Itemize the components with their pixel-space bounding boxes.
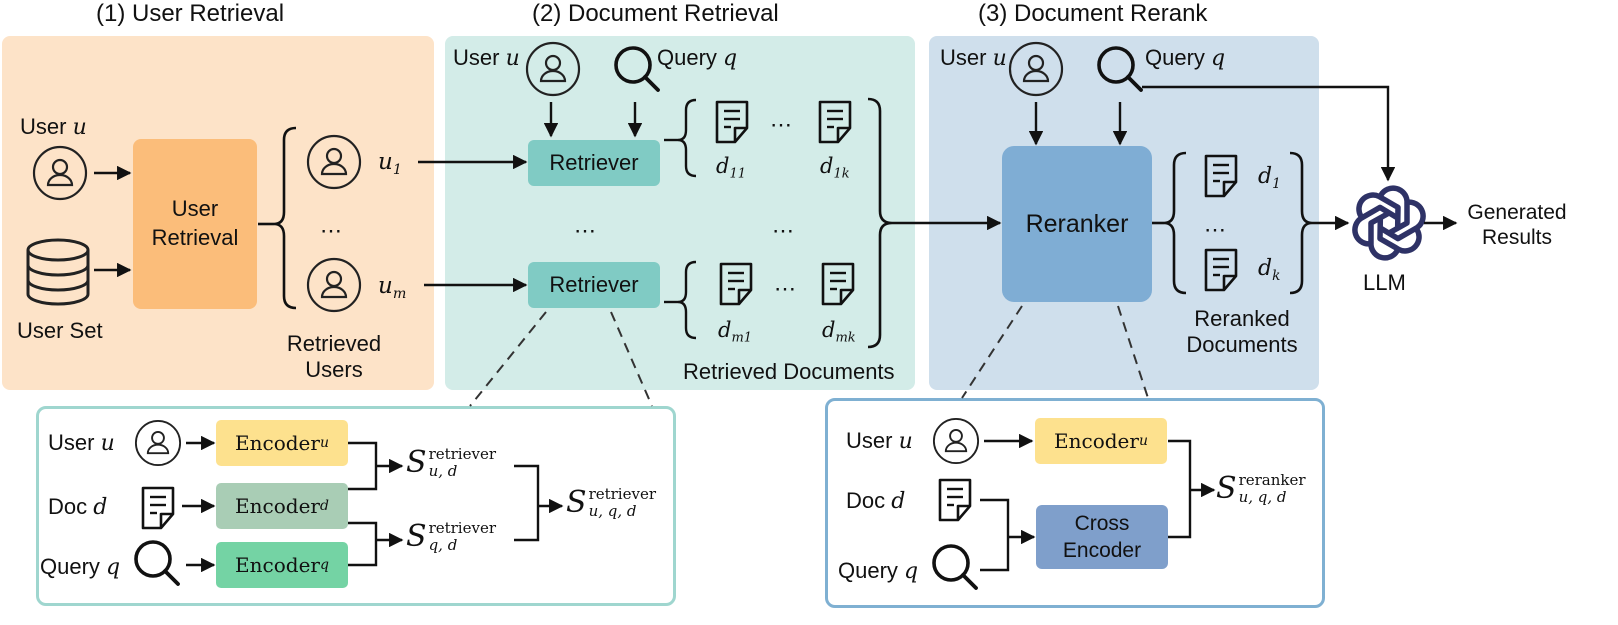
user-icon [525,41,581,97]
retrieved-users-label: Retrieved Users [286,331,382,383]
doc-d1k-label: d1k [820,154,850,182]
user-um-label: um [378,273,407,302]
database-icon [26,238,90,306]
ellipsis: ⋯ [1204,217,1226,242]
document-icon [1204,248,1238,292]
ellipsis: ⋯ [574,218,596,243]
llm-logo-icon [1352,185,1426,261]
retrieved-documents-label: Retrieved Documents [683,359,895,384]
user-icon [134,419,182,467]
retriever-box: Retriever [528,140,660,186]
stage1-title: (1) User Retrieval [96,0,285,27]
ellipsis: ⋯ [770,112,792,137]
user-u1-label: u1 [378,149,402,178]
document-icon [938,478,972,522]
user-retrieval-box: User Retrieval [133,139,257,309]
user-label: User u [48,430,115,456]
doc-label: Doc d [48,494,108,520]
retriever-box: Retriever [528,262,660,308]
user-label: User u [20,114,87,140]
ellipsis: ⋯ [774,276,796,301]
document-icon [821,262,855,306]
ellipsis: ⋯ [772,218,794,243]
user-label: User u [940,45,1007,71]
user-icon [306,257,362,313]
doc-dm1-label: dm1 [718,318,753,346]
document-icon [719,262,753,306]
doc-label: Doc d [846,488,906,514]
reranked-documents-label: Reranked Documents [1186,306,1298,358]
user-icon [32,145,88,201]
doc-dk-label: dk [1258,256,1281,284]
search-icon [932,544,978,590]
cross-encoder-box: Cross Encoder [1036,505,1168,569]
query-label: Query q [838,558,919,584]
generated-results-label: Generated Results [1467,201,1567,250]
query-label: Query q [40,554,121,580]
user-icon [1008,41,1064,97]
document-icon [715,100,749,144]
document-icon [1204,154,1238,198]
doc-d11-label: d11 [716,154,747,182]
stage2-title: (2) Document Retrieval [532,0,779,27]
search-icon [134,540,180,586]
query-label: Query q [657,45,738,71]
user-label: User u [846,428,913,454]
search-icon [614,46,660,92]
search-icon [1097,46,1143,92]
user-label: User u [453,45,520,71]
ellipsis: ⋯ [320,218,342,243]
document-icon [818,100,852,144]
user-icon [306,134,362,190]
doc-d1-label: d1 [1258,164,1281,192]
user-set-label: User Set [17,318,103,343]
doc-dmk-label: dmk [822,318,856,346]
llm-label: LLM [1363,270,1406,295]
stage3-title: (3) Document Rerank [978,0,1208,27]
document-icon [141,486,175,530]
stage2-panel [445,36,915,390]
query-label: Query q [1145,45,1226,71]
reranker-box: Reranker [1002,146,1152,302]
user-icon [932,417,980,465]
